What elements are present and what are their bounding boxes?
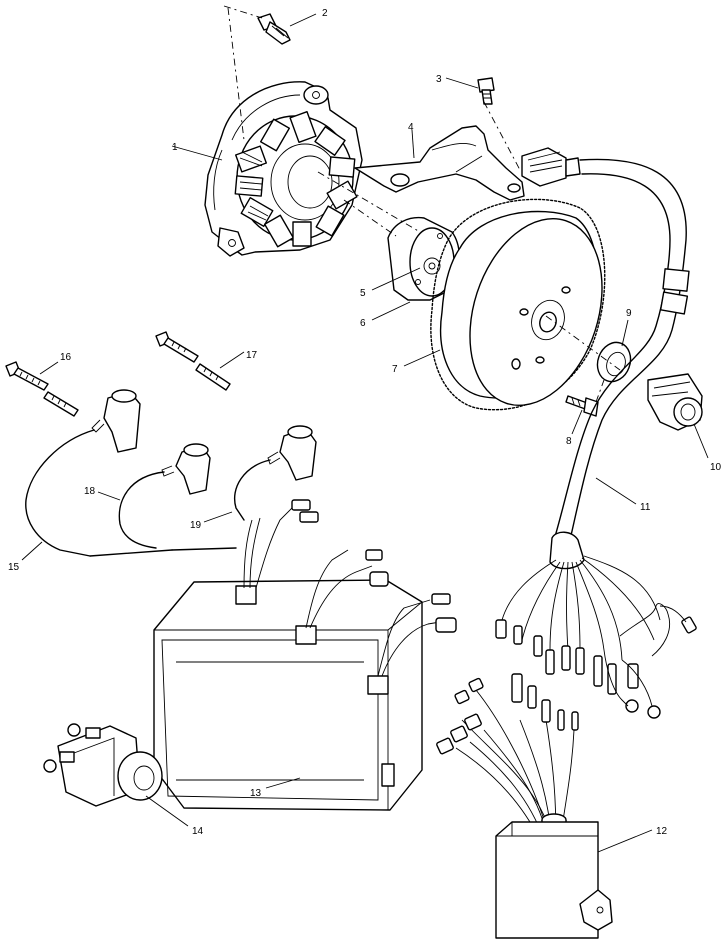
callout-9: 9 (626, 308, 632, 319)
ignition-cables (25, 389, 317, 557)
callout-6: 6 (360, 318, 366, 329)
callout-1: 1 (172, 142, 178, 153)
sensor-part-10 (647, 373, 703, 431)
callout-17: 17 (246, 350, 258, 361)
callout-5: 5 (360, 288, 366, 299)
callout-12: 12 (656, 826, 668, 837)
stator-coils (234, 111, 358, 248)
stator-assembly (204, 81, 363, 257)
callout-16: 16 (60, 352, 72, 363)
callout-13: 13 (250, 788, 262, 799)
callout-18: 18 (84, 486, 96, 497)
wire-bundle (495, 555, 697, 719)
callout-11: 11 (640, 502, 651, 513)
callout-10: 10 (710, 462, 722, 473)
callout-2: 2 (322, 8, 328, 19)
screw-part-16 (5, 361, 79, 417)
screw-part-3 (477, 77, 495, 105)
hub-part-5 (387, 216, 460, 301)
connector-block-part-12 (436, 673, 613, 939)
harness-cable-part-11 (549, 158, 690, 570)
callout-15: 15 (8, 562, 20, 573)
cdi-leads (243, 499, 457, 677)
callout-7: 7 (392, 364, 398, 375)
callout-19: 19 (190, 520, 202, 531)
callout-14: 14 (192, 826, 204, 837)
cdi-box-part-13 (153, 579, 423, 811)
leader-lines (21, 13, 709, 853)
callout-8: 8 (566, 436, 572, 447)
bracket-part-4 (354, 125, 525, 201)
seal-part-9 (596, 341, 632, 383)
callout-4: 4 (408, 122, 414, 133)
callout-labels: 1 2 3 4 5 6 7 8 9 10 11 12 13 14 15 16 1… (8, 8, 722, 837)
stator-connector (521, 147, 581, 187)
screw-part-17 (155, 331, 231, 391)
assembly-centerlines (223, 5, 621, 403)
flywheel-part-7 (430, 198, 606, 411)
bolt-part-8 (565, 395, 599, 417)
solenoid-part-14 (43, 723, 163, 807)
callout-3: 3 (436, 74, 442, 85)
screw-part-2 (257, 13, 291, 45)
